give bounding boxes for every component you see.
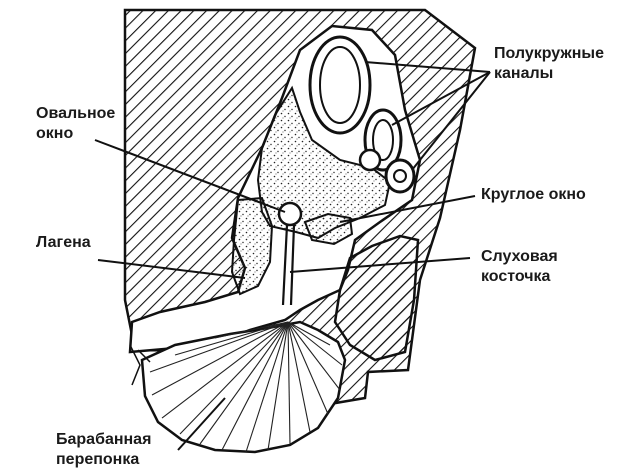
label-semicircular-canals-line2: каналы xyxy=(494,64,604,84)
label-tympanic-membrane: Барабанная перепонка xyxy=(56,430,151,470)
label-lagena-line1: Лагена xyxy=(36,233,91,253)
label-tympanic-membrane-line2: перепонка xyxy=(56,450,151,470)
label-semicircular-canals-line1: Полукружные xyxy=(494,44,604,64)
label-ossicle-line1: Слуховая xyxy=(481,247,558,267)
label-ossicle: Слуховая косточка xyxy=(481,247,558,287)
label-semicircular-canals: Полукружные каналы xyxy=(494,44,604,84)
label-oval-window-line2: окно xyxy=(36,124,115,144)
label-tympanic-membrane-line1: Барабанная xyxy=(56,430,151,450)
label-lagena: Лагена xyxy=(36,233,91,253)
oval-window xyxy=(279,203,301,225)
canal-lateral xyxy=(386,160,414,192)
label-round-window: Круглое окно xyxy=(481,185,586,205)
label-oval-window: Овальное окно xyxy=(36,104,115,144)
canal-small xyxy=(360,150,380,170)
label-round-window-line1: Круглое окно xyxy=(481,185,586,205)
label-oval-window-line1: Овальное xyxy=(36,104,115,124)
label-ossicle-line2: косточка xyxy=(481,267,558,287)
